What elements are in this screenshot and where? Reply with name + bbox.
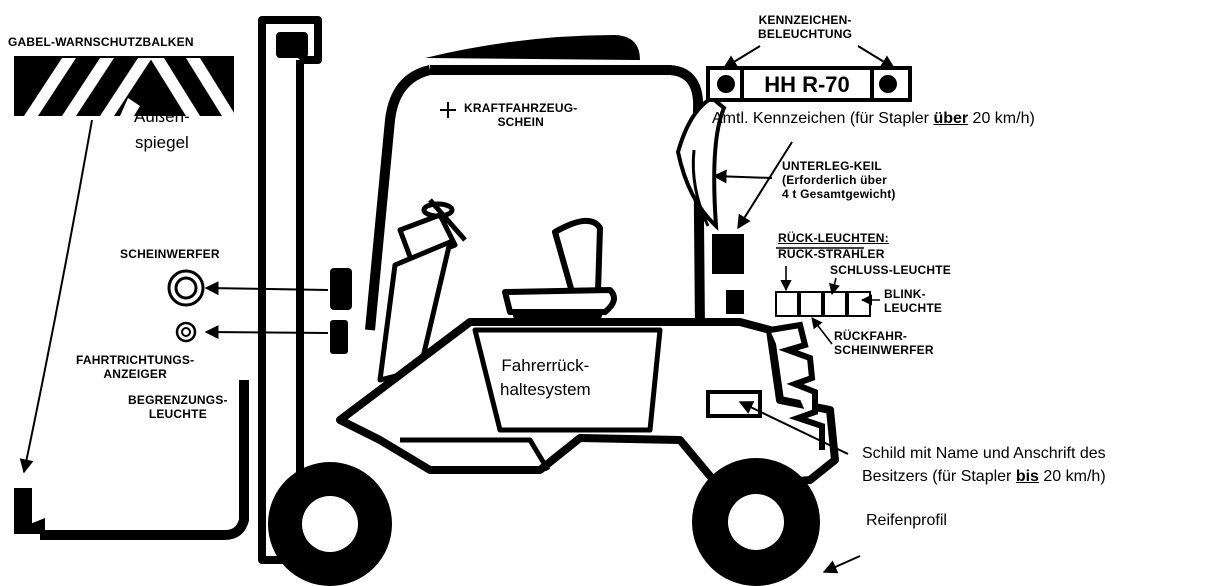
label-fork-warning-bar: GABEL-WARNSCHUTZBALKEN (8, 36, 194, 50)
label-tail-light: SCHLUSS-LEUCHTE (830, 264, 951, 278)
label-owner-plate-pre: Besitzers (für Stapler (862, 468, 1016, 485)
label-registration-line1: KRAFTFAHRZEUG- (464, 102, 577, 116)
indicator-icon (177, 323, 195, 341)
label-direction-indicator-line1: FAHRTRICHTUNGS- (76, 354, 194, 368)
label-owner-plate: Schild mit Name und Anschrift des Besitz… (862, 442, 1106, 488)
rear-light-column (712, 234, 744, 314)
rear-light-cluster (776, 292, 870, 316)
label-tread: Reifenprofil (866, 512, 947, 530)
label-official-plate-pre: Amtl. Kennzeichen (für Stapler (712, 110, 933, 127)
label-restraint: Fahrerrück- haltesystem (500, 354, 591, 402)
label-direction-indicator: FAHRTRICHTUNGS- ANZEIGER (76, 354, 194, 382)
label-headlight: SCHEINWERFER (120, 248, 220, 262)
label-marker-light: BEGRENZUNGS- LEUCHTE (128, 394, 228, 422)
label-plate-light-line2: BELEUCHTUNG (758, 28, 852, 42)
label-registration: KRAFTFAHRZEUG- SCHEIN (464, 102, 577, 130)
label-owner-plate-emph: bis (1016, 468, 1039, 485)
label-reflector: RÜCK-STRAHLER (778, 248, 885, 262)
label-wheel-chock-line2: (Erforderlich über (782, 174, 896, 188)
label-reverse-light: RÜCKFAHR- SCHEINWERFER (834, 330, 934, 358)
fork-warning-bar (14, 56, 236, 116)
label-wheel-chock-line3: 4 t Gesamtgewicht) (782, 188, 896, 202)
label-wheel-chock: UNTERLEG-KEIL (Erforderlich über 4 t Ges… (782, 160, 896, 201)
front-indicator-housing (330, 320, 348, 354)
label-official-plate-emph: über (933, 110, 968, 127)
label-official-plate-post: 20 km/h) (968, 110, 1035, 127)
label-blink-line1: BLINK- (884, 288, 942, 302)
label-marker-light-line2: LEUCHTE (128, 408, 228, 422)
label-registration-line2: SCHEIN (464, 116, 577, 130)
label-blink-line2: LEUCHTE (884, 302, 942, 316)
label-rear-lights: RÜCK-LEUCHTEN: (778, 232, 889, 246)
plate-text: HH R-70 (764, 72, 850, 97)
label-owner-plate-line1: Schild mit Name und Anschrift des (862, 442, 1106, 465)
headlight-icon (169, 271, 203, 305)
label-restraint-line1: Fahrerrück- (500, 354, 591, 378)
label-blink-light: BLINK- LEUCHTE (884, 288, 942, 316)
label-outside-mirror: Außen- spiegel (134, 104, 190, 156)
label-direction-indicator-line2: ANZEIGER (76, 368, 194, 382)
label-owner-plate-line2: Besitzers (für Stapler bis 20 km/h) (862, 465, 1106, 488)
roof (425, 35, 640, 60)
front-wheel (268, 462, 392, 586)
label-restraint-line2: haltesystem (500, 378, 591, 402)
label-official-plate: Amtl. Kennzeichen (für Stapler über 20 k… (712, 110, 1035, 128)
front-headlight-housing (330, 268, 352, 310)
label-outside-mirror-line2: spiegel (134, 130, 190, 156)
label-owner-plate-post: 20 km/h) (1039, 468, 1106, 485)
arrow-bar-to-fork (24, 120, 92, 472)
label-reverse-light-line2: SCHEINWERFER (834, 344, 934, 358)
label-reverse-light-line1: RÜCKFAHR- (834, 330, 934, 344)
label-plate-light: KENNZEICHEN- BELEUCHTUNG (758, 14, 852, 42)
label-marker-light-line1: BEGRENZUNGS- (128, 394, 228, 408)
label-plate-light-line1: KENNZEICHEN- (758, 14, 852, 28)
license-plate: HH R-70 (708, 68, 910, 100)
owner-plate-on-body (708, 392, 760, 416)
seat (505, 221, 614, 328)
plus-icon (440, 102, 456, 118)
label-outside-mirror-line1: Außen- (134, 104, 190, 130)
label-wheel-chock-line1: UNTERLEG-KEIL (782, 160, 896, 174)
rear-wheel (692, 458, 820, 586)
